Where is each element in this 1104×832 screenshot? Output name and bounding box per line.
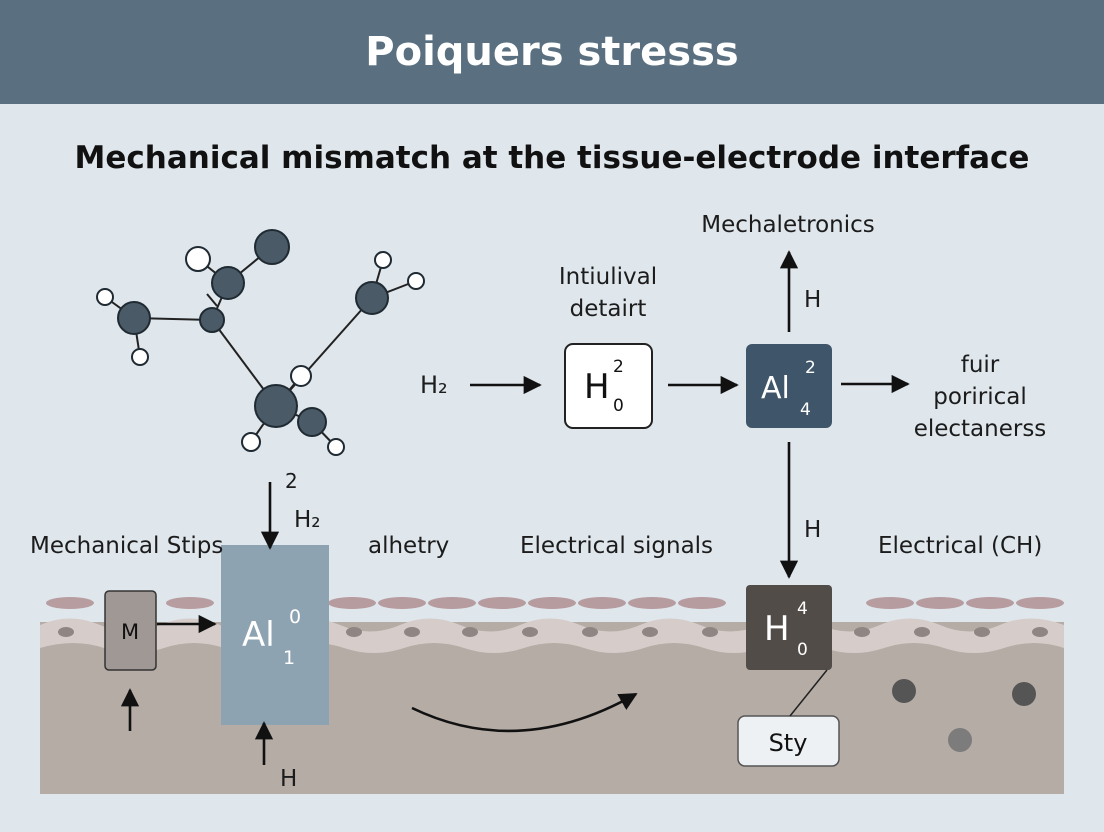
atom-light: [290, 365, 312, 387]
nucleus: [974, 627, 990, 637]
label-electrical-ch: Electrical (CH): [878, 533, 1043, 559]
atom-light: [96, 288, 114, 306]
cell: [528, 597, 576, 609]
nucleus: [914, 627, 930, 637]
top-arrow-label: H: [804, 287, 822, 313]
m-box: [104, 590, 157, 671]
sensor-sub: 0: [797, 640, 808, 660]
right-output-line1: fuir: [960, 352, 1000, 378]
nucleus: [854, 627, 870, 637]
tissue-body: [40, 622, 1064, 794]
sensor-box: [746, 585, 832, 670]
electrode-top-formula: H₂: [294, 507, 321, 533]
cell: [328, 597, 376, 609]
nucleus: [522, 627, 538, 637]
electrode-sub: 1: [283, 647, 295, 669]
atom-light: [131, 348, 149, 366]
tissue-nuclei: [58, 627, 1048, 637]
atom-light: [241, 432, 261, 452]
sensor-label: Sty: [769, 729, 808, 757]
nucleus: [582, 627, 598, 637]
atom-light: [407, 272, 425, 290]
cell: [866, 597, 914, 609]
tissue-particles: [892, 679, 1036, 752]
box2-symbol: Al: [761, 371, 790, 406]
molecule-double-bond: [206, 293, 218, 307]
label-electrical-signals: Electrical signals: [520, 533, 714, 559]
atom-light: [327, 438, 345, 456]
sensor-label-box: [737, 715, 840, 767]
arrows: [120, 250, 910, 765]
tissue-cells: [46, 597, 1064, 609]
nucleus: [1032, 627, 1048, 637]
box2-sub: 4: [800, 400, 811, 420]
label-mechanical-stips: Mechanical Stips: [30, 533, 224, 559]
cell: [166, 597, 214, 609]
sensor-connector: [789, 669, 828, 717]
box1-caption-line2: detairt: [569, 296, 647, 322]
cell: [428, 597, 476, 609]
molecule-atoms: [96, 229, 425, 456]
nucleus: [702, 627, 718, 637]
nucleus: [404, 627, 420, 637]
box1-caption-line1: Intiulival: [558, 264, 658, 290]
electrode-bottom-label: H: [280, 766, 298, 792]
cell: [378, 597, 426, 609]
cell: [678, 597, 726, 609]
m-box-label: M: [121, 620, 139, 644]
cell: [578, 597, 626, 609]
particle: [892, 679, 916, 703]
box-texts: H 2 0 Al 2 4 H 4 0 Al 0 1 M Sty: [121, 357, 816, 757]
cell: [916, 597, 964, 609]
atom-dark: [297, 407, 327, 437]
flow-box-2: [746, 344, 832, 428]
header-title: Poiquers stresss: [365, 29, 739, 75]
nucleus: [642, 627, 658, 637]
right-output-line3: electanerss: [913, 416, 1047, 442]
down-arrow-label: H: [804, 517, 822, 543]
electrode-sup: 0: [289, 606, 301, 628]
cell: [478, 597, 526, 609]
atom-light: [185, 246, 211, 272]
box2-sup: 2: [805, 358, 816, 378]
atom-dark: [254, 384, 298, 428]
sensor-symbol: H: [764, 609, 790, 649]
sensor-sup: 4: [797, 599, 808, 619]
cell: [628, 597, 676, 609]
header-bar: Poiquers stresss: [0, 0, 1104, 104]
box1-sup: 2: [613, 357, 624, 377]
box1-sub: 0: [613, 396, 624, 416]
atom-dark: [199, 307, 225, 333]
cell: [966, 597, 1014, 609]
nucleus: [346, 627, 362, 637]
tissue-layer: [40, 618, 1064, 794]
input-label: H₂: [420, 371, 448, 399]
top-output-label: Mechaletronics: [701, 212, 875, 238]
nucleus: [462, 627, 478, 637]
particle: [948, 728, 972, 752]
arrow-curved-signal: [411, 692, 638, 733]
atom-dark: [211, 266, 245, 300]
atom-dark: [254, 229, 290, 265]
diagram-subtitle: Mechanical mismatch at the tissue-electr…: [74, 140, 1030, 176]
right-output-line2: porirical: [933, 384, 1027, 410]
atom-light: [374, 251, 392, 269]
label-alhetry: alhetry: [368, 533, 450, 559]
electrode-block: [221, 545, 329, 725]
nucleus: [58, 627, 74, 637]
electrode-top-number: 2: [285, 469, 298, 493]
electrode-symbol: Al: [242, 615, 275, 655]
atom-dark: [117, 301, 151, 335]
box1-symbol: H: [584, 367, 610, 407]
flow-box-1: [564, 343, 653, 429]
cell: [46, 597, 94, 609]
cell: [1016, 597, 1064, 609]
particle: [1012, 682, 1036, 706]
atom-dark: [355, 281, 389, 315]
